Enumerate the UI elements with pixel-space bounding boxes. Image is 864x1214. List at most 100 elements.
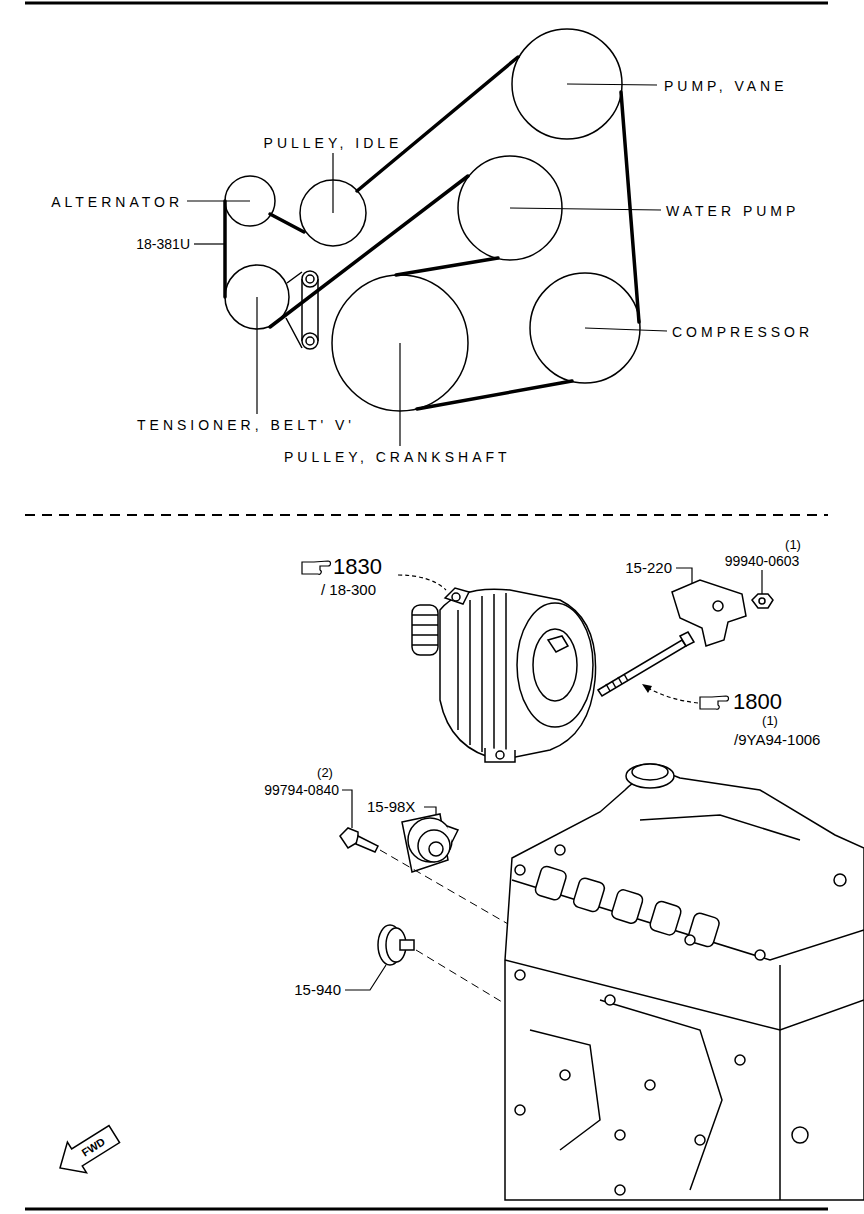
engine-drawing bbox=[515, 1105, 525, 1115]
engine-drawing bbox=[632, 764, 668, 780]
engine-drawing bbox=[649, 900, 683, 936]
leader-line bbox=[510, 208, 661, 210]
alternator-drawing bbox=[412, 588, 596, 762]
engine-drawing bbox=[834, 874, 846, 886]
reference-leader bbox=[398, 575, 446, 590]
engine-drawing bbox=[615, 1130, 625, 1140]
nut-drawing bbox=[752, 594, 773, 608]
alternator-drawing bbox=[412, 634, 438, 636]
through-bolt-drawing bbox=[598, 640, 686, 696]
engine-drawing bbox=[505, 774, 864, 1200]
engine-drawing bbox=[605, 995, 615, 1005]
drive-belt bbox=[270, 214, 304, 232]
idler-drawing bbox=[400, 940, 414, 950]
bracket-drawing bbox=[672, 580, 746, 646]
engine-drawing bbox=[640, 815, 800, 840]
reference-number: 1800 bbox=[732, 689, 783, 714]
alternator-drawing bbox=[496, 751, 504, 759]
engine-drawing bbox=[515, 970, 525, 980]
engine-drawing bbox=[685, 935, 695, 945]
leader-line bbox=[332, 153, 333, 213]
through-bolt-drawing bbox=[606, 674, 628, 691]
alternator-drawing bbox=[548, 636, 568, 652]
leader-line bbox=[399, 343, 400, 446]
alternator-drawing bbox=[505, 593, 507, 758]
engine-drawing bbox=[626, 764, 674, 788]
forward-arrow bbox=[50, 1119, 123, 1183]
reference-leader bbox=[648, 688, 698, 703]
engine-drawing bbox=[610, 888, 644, 924]
alternator-drawing bbox=[533, 629, 577, 701]
engine-drawing bbox=[600, 1000, 722, 1190]
alternator-drawing bbox=[412, 644, 438, 646]
alternator-drawing bbox=[445, 588, 469, 604]
part-name: PULLEY, IDLE bbox=[263, 135, 404, 151]
engine-drawing bbox=[792, 1127, 808, 1143]
tensioner-drawing bbox=[402, 814, 458, 872]
arrow-head bbox=[642, 684, 652, 693]
drive-belt bbox=[270, 176, 468, 327]
leader-line bbox=[567, 84, 657, 85]
drive-belt bbox=[417, 381, 572, 409]
alternator-drawing bbox=[412, 624, 438, 626]
frame-line bbox=[25, 1208, 828, 1211]
through-bolt-drawing bbox=[606, 684, 610, 691]
alternator-drawing bbox=[412, 605, 438, 655]
engine-drawing bbox=[515, 865, 525, 875]
quantity-note: (2) bbox=[316, 766, 334, 781]
alternator-drawing bbox=[493, 594, 495, 756]
tensioner-drawing bbox=[418, 830, 450, 862]
engine-drawing bbox=[530, 1030, 600, 1150]
install-line bbox=[380, 850, 515, 928]
idler-drawing bbox=[378, 925, 414, 965]
nut-drawing bbox=[759, 598, 765, 604]
engine-drawing bbox=[505, 815, 864, 1200]
tensioner-arm bbox=[302, 271, 318, 287]
alternator-drawing bbox=[440, 589, 596, 760]
part-number: 15-220 bbox=[624, 559, 673, 576]
part-number: 15-940 bbox=[293, 981, 342, 998]
leader-line bbox=[256, 297, 257, 414]
part-name: TENSIONER, BELT' V' bbox=[136, 417, 356, 433]
reference-number: / 18-300 bbox=[320, 581, 377, 598]
drive-belt bbox=[357, 57, 518, 191]
alternator-drawing bbox=[481, 596, 483, 752]
engine-drawing bbox=[505, 960, 864, 1030]
tensioner-drawing bbox=[447, 826, 458, 842]
reference-number: 1830 bbox=[332, 554, 383, 579]
quantity-note: (1) bbox=[761, 714, 779, 729]
bracket-drawing bbox=[672, 580, 746, 646]
tensioner-arm bbox=[306, 337, 314, 345]
alternator-drawing bbox=[469, 600, 471, 745]
part-name: PULLEY, CRANKSHAFT bbox=[283, 449, 512, 465]
part-name: PUMP, VANE bbox=[663, 78, 789, 94]
part-number: 15-98X bbox=[366, 798, 416, 815]
tensioner-arm bbox=[302, 333, 318, 349]
tensioner-arm bbox=[306, 275, 314, 283]
section-divider bbox=[25, 514, 828, 516]
leader-line bbox=[187, 200, 250, 201]
quantity-note: (1) bbox=[784, 538, 802, 553]
through-bolt-drawing bbox=[598, 632, 694, 696]
engine-drawing bbox=[615, 1185, 625, 1195]
reference-hand bbox=[302, 561, 331, 574]
drive-belt bbox=[223, 201, 227, 297]
drive-belt bbox=[396, 258, 498, 275]
direction-label: FWD bbox=[79, 1134, 109, 1159]
through-bolt-drawing bbox=[612, 681, 616, 688]
bolt-drawing bbox=[340, 828, 358, 848]
part-number: 99940-0603 bbox=[724, 553, 801, 569]
tensioner-drawing bbox=[429, 842, 443, 856]
install-line bbox=[380, 850, 515, 1008]
bolt-drawing bbox=[356, 836, 378, 852]
install-line bbox=[416, 950, 512, 1008]
part-name: COMPRESSOR bbox=[671, 324, 814, 340]
part-name: ALTERNATOR bbox=[50, 194, 184, 210]
part-number: /9YA94-1006 bbox=[733, 731, 821, 748]
engine-drawing bbox=[534, 865, 568, 901]
pulley-circle bbox=[225, 29, 640, 411]
leader-line bbox=[345, 965, 386, 990]
frame-line bbox=[25, 2, 828, 5]
